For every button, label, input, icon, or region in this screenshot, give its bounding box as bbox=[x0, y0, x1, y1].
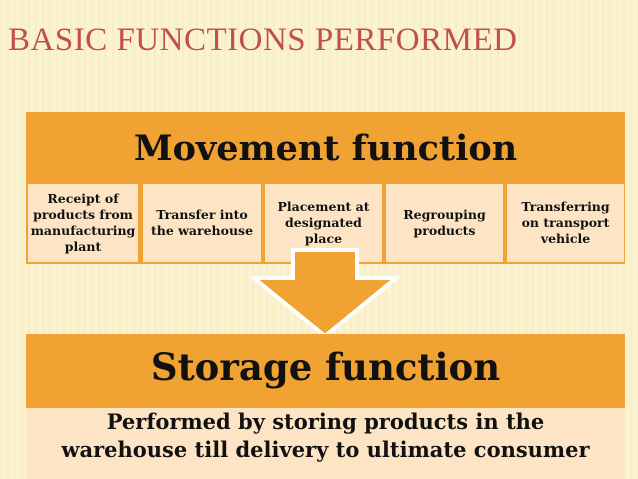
slide-title: BASIC FUNCTIONS PERFORMED bbox=[8, 22, 518, 58]
step-regrouping: Regrouping products bbox=[386, 184, 503, 262]
step-placement: Placement at designated place bbox=[265, 184, 382, 262]
step-receipt: Receipt of products from manufacturing p… bbox=[28, 184, 138, 262]
storage-function-description: Performed by storing products in the war… bbox=[26, 408, 625, 479]
storage-function-title: Storage function bbox=[150, 345, 501, 389]
down-arrow-icon bbox=[250, 248, 400, 339]
step-transfer-warehouse: Transfer into the warehouse bbox=[143, 184, 261, 262]
step-transferring-vehicle: Transferring on transport vehicle bbox=[507, 184, 624, 262]
storage-function-box: Storage function bbox=[26, 334, 625, 408]
movement-function-title: Movement function bbox=[133, 128, 518, 169]
